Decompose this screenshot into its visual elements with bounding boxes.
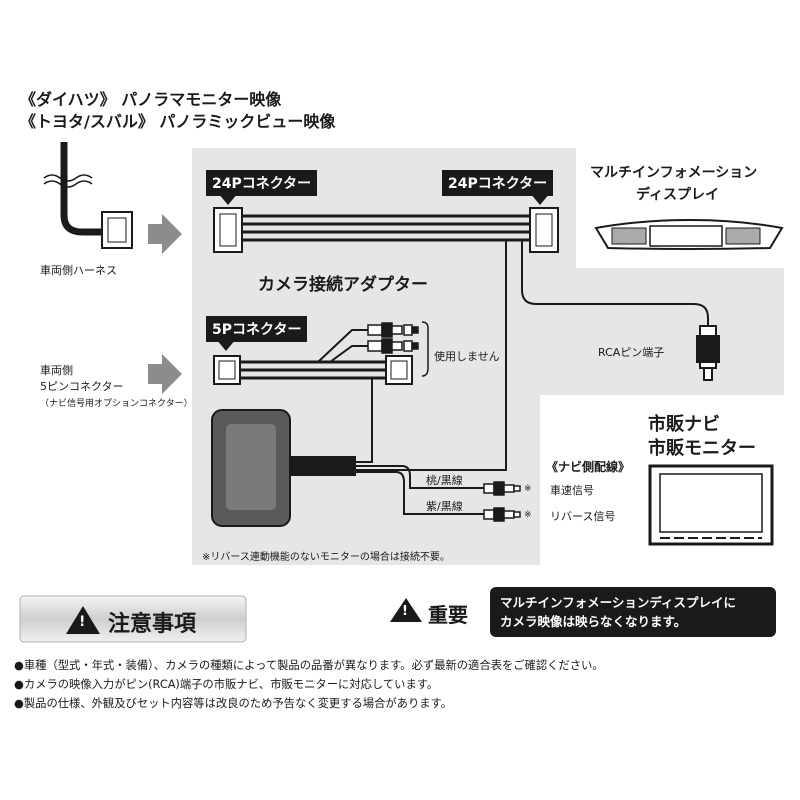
unused-label: 使用しません: [434, 350, 500, 363]
connector-5p-right: [385, 355, 413, 385]
connector-24p-right: [529, 207, 559, 253]
tag-24p-left: 24Pコネクター: [206, 170, 318, 196]
aftermarket-line2: 市販モニター: [648, 438, 756, 459]
tag-5p: 5Pコネクター: [206, 316, 308, 342]
warning-exclaim-important: !: [402, 604, 408, 619]
source-line-2: 《トヨタ/スバル》 パノラミックビュー映像: [20, 112, 336, 131]
harness-connector: [101, 211, 133, 249]
vehicle-5pin-line2: 5ピンコネクター: [40, 380, 124, 393]
footnote: ※リバース連動機能のないモニターの場合は接続不要。: [202, 552, 450, 563]
wire-purple-black: 紫/黒線: [426, 500, 463, 513]
warning-icon: [66, 606, 100, 634]
arrow-harness: [148, 214, 182, 254]
warning-exclaim: !: [79, 614, 86, 630]
important-box: [490, 587, 776, 637]
tag-24p-right: 24Pコネクター: [442, 170, 554, 196]
caution-title: 注意事項: [108, 612, 197, 637]
aftermarket-monitor: [648, 464, 774, 546]
wire-peach-black: 桃/黒線: [426, 474, 463, 487]
important-title: 重要: [428, 603, 468, 627]
cable-break-mark: [43, 174, 93, 182]
rca-plug: [696, 325, 720, 381]
adapter-title: カメラ接続アダプター: [258, 275, 428, 295]
source-line-1: 《ダイハツ》 パノラマモニター映像: [20, 90, 282, 109]
mid-display-line1: マルチインフォメーション: [590, 165, 758, 181]
reverse-signal-label: リバース信号: [550, 510, 616, 523]
wire-bundle-5p: [240, 360, 386, 380]
signal-plugs: [483, 481, 521, 522]
rca-cable: [521, 240, 709, 328]
vehicle-5pin-line1: 車両側: [40, 364, 73, 377]
mark-speed: ※: [524, 484, 532, 494]
connector-24p-left: [213, 207, 243, 253]
vehicle-5pin-note: （ナビ信号用オプションコネクター）: [40, 399, 193, 409]
connector-5p-left: [213, 355, 241, 385]
rca-label: RCAピン端子: [598, 346, 665, 359]
speed-signal-label: 車速信号: [550, 484, 594, 497]
warning-icon-important: [390, 598, 422, 622]
harness-cable: [60, 142, 102, 236]
mid-display-line2: ディスプレイ: [636, 187, 720, 203]
unused-bracket: [421, 321, 429, 377]
caution-item: ●製品の仕様、外観及びセット内容等は改良のため予告なく変更する場合があります。: [14, 697, 453, 710]
mark-reverse: ※: [524, 510, 532, 520]
navi-side-heading: 《ナビ側配線》: [546, 460, 631, 474]
caution-list: ●車種（型式・年式・装備）、カメラの種類によって製品の品番が異なります。必ず最新…: [14, 656, 604, 713]
important-text-2: カメラ映像は映らなくなります。: [500, 614, 687, 629]
unused-plugs: [367, 322, 419, 354]
important-text-1: マルチインフォメーションディスプレイに: [500, 595, 737, 610]
harness-label: 車両側ハーネス: [40, 264, 117, 277]
wire-bundle-24p: [242, 214, 530, 242]
arrow-5pin: [148, 354, 182, 394]
multi-info-display: [594, 218, 784, 250]
caution-item: ●車種（型式・年式・装備）、カメラの種類によって製品の品番が異なります。必ず最新…: [14, 659, 604, 672]
aftermarket-line1: 市販ナビ: [648, 414, 720, 435]
caution-item: ●カメラの映像入力がピン(RCA)端子の市販ナビ、市販モニターに対応しています。: [14, 678, 439, 691]
